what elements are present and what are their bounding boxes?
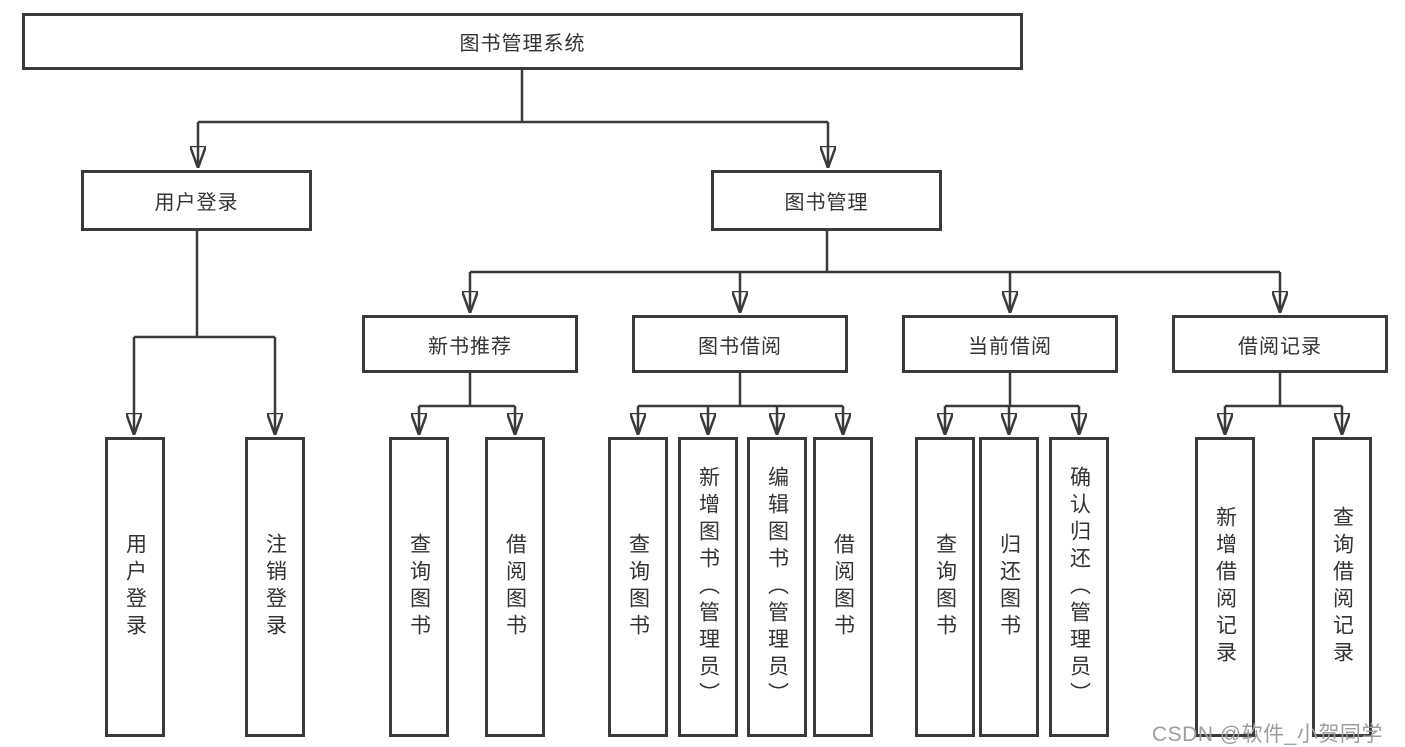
connector-borrow-records-branch — [1225, 373, 1342, 434]
leaf-query-books: 查询图书 — [389, 437, 449, 737]
leaf-label: 查询借阅记录 — [1330, 506, 1354, 668]
leaf-edit-books-admin: 编辑图书（管理员） — [747, 437, 807, 737]
leaf-return-books: 归还图书 — [979, 437, 1039, 737]
node-label: 用户登录 — [154, 192, 239, 214]
csdn-watermark: CSDN @软件_小贺同学 — [1152, 723, 1383, 746]
leaf-query-borrow-record: 查询借阅记录 — [1312, 437, 1372, 737]
node-library-management-system: 图书管理系统 — [22, 13, 1023, 70]
leaf-label: 查询图书 — [933, 533, 957, 641]
node-label: 图书管理系统 — [459, 33, 586, 55]
leaf-add-borrow-record: 新增借阅记录 — [1195, 437, 1255, 737]
node-book-borrowing: 图书借阅 — [632, 315, 848, 373]
leaf-borrow-books: 借阅图书 — [485, 437, 545, 737]
leaf-confirm-return-admin: 确认归还（管理员） — [1049, 437, 1109, 737]
node-new-book-recommend: 新书推荐 — [362, 315, 578, 373]
leaf-borrow-books: 借阅图书 — [813, 437, 873, 737]
leaf-label: 新增借阅记录 — [1213, 506, 1237, 668]
leaf-user-login: 用户登录 — [105, 437, 165, 737]
leaf-logout: 注销登录 — [245, 437, 305, 737]
leaf-label: 借阅图书 — [831, 533, 855, 641]
connector-book-borrow-branch — [638, 373, 843, 434]
connector-current-borrow-branch — [945, 373, 1079, 434]
node-current-borrowing: 当前借阅 — [902, 315, 1118, 373]
leaf-label: 编辑图书（管理员） — [765, 465, 789, 709]
node-user-login: 用户登录 — [81, 170, 312, 231]
leaf-label: 查询图书 — [626, 533, 650, 641]
connector-user-login-branch — [134, 231, 275, 434]
leaf-label: 用户登录 — [123, 533, 147, 641]
connector-root-to-level2 — [198, 70, 828, 167]
leaf-query-books: 查询图书 — [915, 437, 975, 737]
node-book-management: 图书管理 — [711, 170, 942, 231]
leaf-label: 查询图书 — [407, 533, 431, 641]
leaf-label: 确认归还（管理员） — [1067, 465, 1091, 709]
node-label: 图书借阅 — [698, 335, 782, 358]
leaf-add-books-admin: 新增图书（管理员） — [678, 437, 738, 737]
node-label: 当前借阅 — [968, 335, 1052, 358]
leaf-label: 归还图书 — [997, 533, 1021, 641]
leaf-label: 新增图书（管理员） — [696, 465, 720, 709]
connector-new-book-rec-branch — [419, 373, 515, 434]
node-label: 借阅记录 — [1238, 335, 1322, 358]
node-label: 新书推荐 — [428, 335, 512, 358]
connector-book-mgmt-branch — [470, 231, 1280, 312]
leaf-label: 注销登录 — [263, 533, 287, 641]
leaf-query-books: 查询图书 — [608, 437, 668, 737]
node-label: 图书管理 — [784, 192, 869, 214]
leaf-label: 借阅图书 — [503, 533, 527, 641]
node-borrowing-records: 借阅记录 — [1172, 315, 1388, 373]
